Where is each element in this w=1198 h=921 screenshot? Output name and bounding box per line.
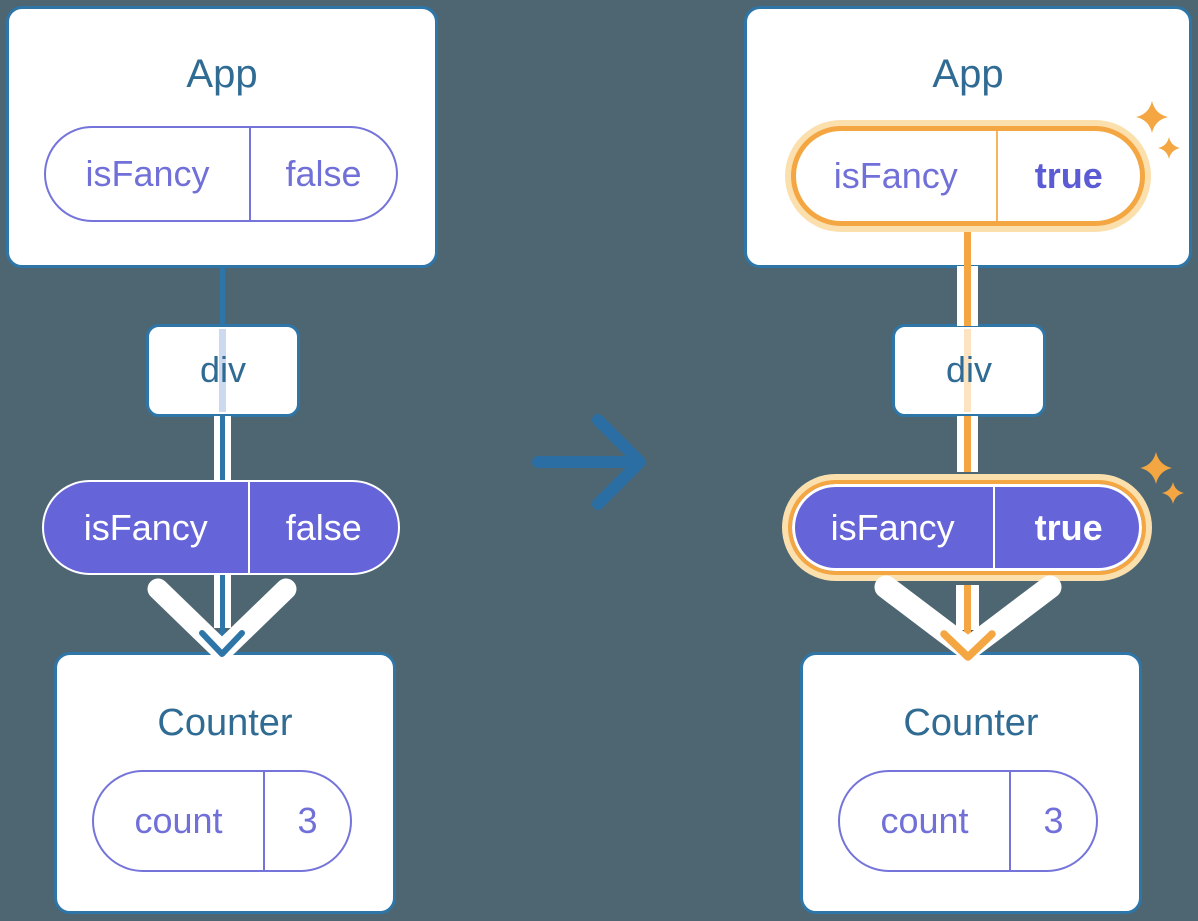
before-arrow-core (220, 574, 225, 646)
after-app-prop-pill: isFancy true (791, 126, 1145, 226)
before-count-pill: count 3 (92, 770, 352, 872)
before-prop-pill: isFancy false (42, 480, 400, 575)
prop-value-label: true (1034, 155, 1103, 196)
sparkle-icon (1162, 482, 1184, 504)
after-count-pill: count 3 (838, 770, 1098, 872)
prop-name-label: isFancy (796, 131, 998, 221)
before-connector-div-pill (220, 416, 225, 480)
after-prop-pill: isFancy true (788, 480, 1146, 575)
prop-value-label: true (1034, 506, 1103, 548)
after-div-label: div (945, 349, 993, 390)
after-div-through-line (964, 329, 971, 412)
after-app-title: App (932, 52, 1004, 96)
right-arrow-icon (532, 414, 646, 510)
before-counter-title: Counter (157, 702, 293, 744)
after-connector-div-pill (964, 416, 971, 472)
sparkle-icon (1140, 452, 1172, 484)
state-name-label: count (94, 772, 265, 870)
after-counter-title: Counter (903, 702, 1039, 744)
before-connector-app-div (220, 266, 225, 326)
prop-name-label: isFancy (46, 128, 251, 220)
prop-value-label: false (285, 153, 362, 194)
after-connector-app-div (964, 266, 971, 326)
before-div-through-line (219, 329, 226, 412)
state-name-label: count (840, 772, 1011, 870)
before-app-prop-pill: isFancy false (44, 126, 398, 222)
state-value-label: 3 (297, 800, 318, 841)
state-value-label: 3 (1043, 800, 1064, 841)
after-connector-pill-cardedge (964, 232, 971, 268)
prop-name-label: isFancy (792, 484, 996, 571)
after-arrow-core (964, 585, 971, 648)
prop-value-label: false (285, 506, 362, 548)
prop-name-label: isFancy (44, 482, 250, 573)
before-app-title: App (186, 52, 258, 96)
before-div-label: div (199, 349, 247, 390)
